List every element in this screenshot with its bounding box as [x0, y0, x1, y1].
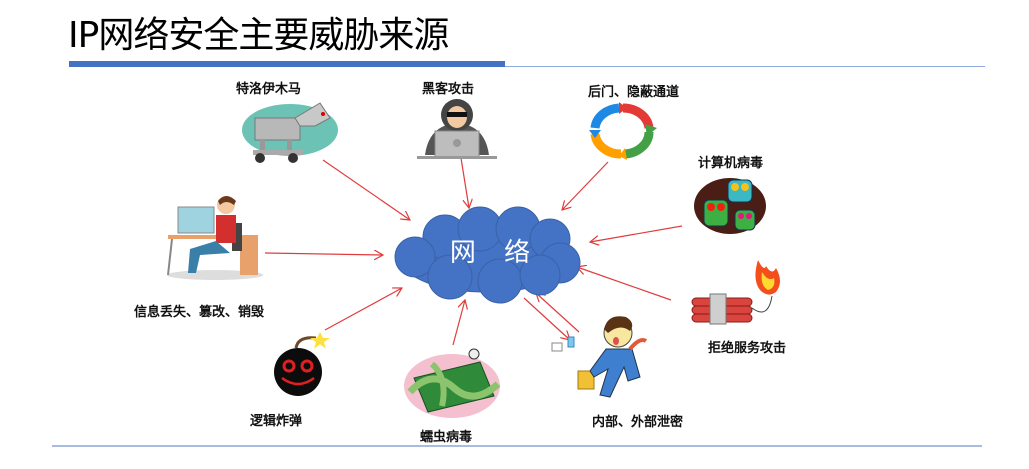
arrow-hacker — [460, 157, 469, 208]
arrow-virus — [590, 225, 683, 242]
cycle-arrows-icon — [589, 102, 657, 160]
label-worm: 蠕虫病毒 — [420, 430, 473, 445]
label-computer-virus: 计算机病毒 — [698, 156, 764, 171]
arrow-leak-in — [536, 293, 580, 333]
footer-divider — [52, 445, 982, 447]
label-dos: 拒绝服务攻击 — [708, 341, 787, 356]
label-info-loss: 信息丢失、篡改、销毁 — [134, 305, 265, 320]
computer-virus-icon — [694, 178, 766, 234]
page-title: IP网络安全主要威胁来源 — [68, 15, 449, 56]
hacker-icon — [417, 99, 497, 159]
leaking-man-icon — [551, 316, 648, 398]
arrow-worm — [452, 300, 465, 346]
label-logic-bomb: 逻辑炸弹 — [250, 414, 303, 429]
logic-bomb-icon — [274, 332, 330, 396]
network-label: 网 络 — [449, 238, 541, 268]
arrow-logic-bomb — [324, 288, 402, 331]
label-backdoor: 后门、隐蔽通道 — [588, 85, 680, 100]
office-worker-icon — [167, 196, 263, 280]
dynamite-icon — [691, 260, 780, 325]
arrow-dos — [577, 267, 672, 301]
title-underline-bar — [69, 61, 505, 67]
title-underline-thin — [505, 66, 985, 67]
label-trojan: 特洛伊木马 — [236, 82, 302, 97]
worm-virus-icon — [404, 348, 501, 418]
arrow-backdoor — [562, 161, 609, 210]
network-cloud-icon — [394, 206, 581, 304]
arrow-leak-out — [523, 297, 570, 340]
label-hacker: 黑客攻击 — [422, 82, 475, 97]
label-leak: 内部、外部泄密 — [592, 415, 684, 430]
arrow-info-loss — [264, 253, 383, 255]
arrow-trojan — [322, 159, 410, 220]
trojan-horse-icon — [242, 102, 338, 163]
